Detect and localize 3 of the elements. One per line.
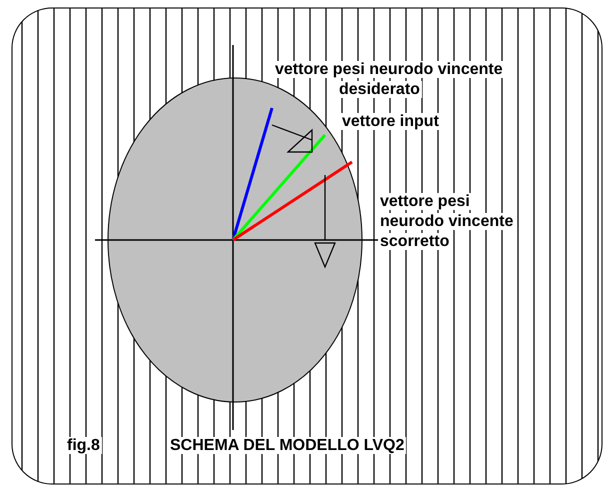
- vector-label: vettore input: [340, 113, 441, 130]
- figure-caption: SCHEMA DEL MODELLO LVQ2: [168, 437, 406, 454]
- vector-label: fig.8: [65, 437, 102, 454]
